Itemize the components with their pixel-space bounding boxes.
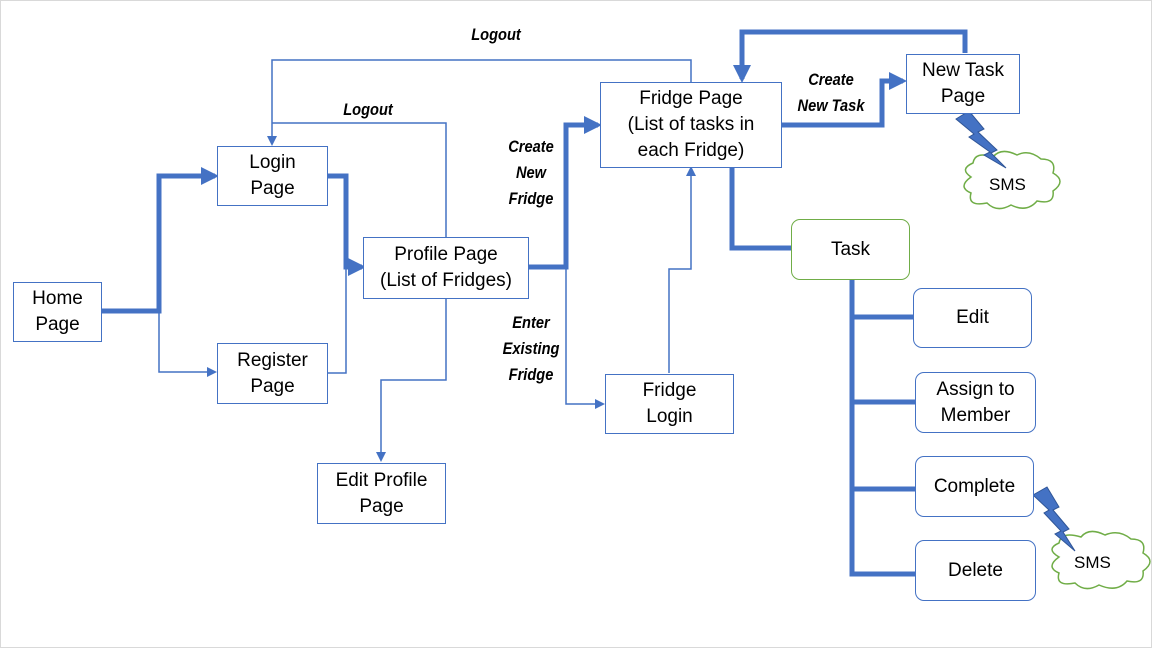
node-text: Login: [646, 406, 693, 427]
edge-task-trunk: [849, 279, 915, 577]
node-text: Member: [940, 404, 1011, 426]
edge-label-logout-top: Logout: [449, 22, 544, 48]
label-text: New Task: [797, 96, 865, 115]
profile-page-node: Profile Page (List of Fridges): [363, 237, 529, 299]
node-text: Complete: [933, 475, 1016, 497]
node-text: New Task: [921, 60, 1004, 81]
node-text: Fridge Page: [639, 88, 743, 109]
lightning-bolt-icon: [1032, 486, 1076, 552]
edge-login-profile: [328, 173, 366, 276]
edge-profile-editprofile: [376, 299, 447, 462]
edge-label-create-new-fridge: Create New Fridge: [495, 134, 567, 212]
edge-register-profile: [328, 267, 347, 374]
node-text: (List of Fridges): [380, 270, 512, 291]
node-text: Page: [940, 86, 986, 107]
node-text: Edit Profile: [335, 469, 428, 491]
fridge-page-node: Fridge Page (List of tasks in each Fridg…: [600, 82, 782, 168]
node-text: Delete: [948, 559, 1003, 581]
task-node: Task: [791, 219, 910, 280]
edge-profile-fridge: [529, 116, 602, 270]
node-text: each Fridge): [637, 140, 745, 161]
edge-fridgelogin-fridge: [668, 166, 696, 373]
node-text: Task: [830, 238, 871, 260]
node-text: Home: [32, 288, 83, 309]
label-text: New: [515, 163, 547, 182]
node-text: Profile Page: [394, 244, 498, 265]
label-text: Fridge: [508, 365, 554, 384]
node-text: Page: [250, 178, 295, 199]
edge-label-create-new-task: Create New Task: [790, 67, 873, 119]
node-text: (List of tasks in: [627, 114, 755, 135]
new-task-page-node: New Task Page: [906, 54, 1020, 114]
edge-logout-profile-login: [272, 122, 447, 237]
node-text: Login: [249, 152, 296, 173]
lightning-bolt-icon: [955, 110, 1007, 169]
assign-member-node: Assign to Member: [915, 372, 1036, 433]
register-page-node: Register Page: [217, 343, 328, 404]
home-page-node: Home Page: [13, 282, 102, 342]
sms-label: SMS: [1074, 553, 1111, 572]
edge-label-logout-mid: Logout: [321, 97, 416, 123]
edge-home-register: [158, 311, 217, 377]
node-text: Edit: [956, 307, 989, 328]
label-text: Create: [508, 137, 554, 156]
fridge-login-node: Fridge Login: [605, 374, 734, 434]
cloud-icon: [1051, 530, 1151, 590]
node-text: Fridge: [642, 380, 697, 401]
label-text: Logout: [471, 25, 521, 44]
label-text: Existing: [502, 339, 560, 358]
edge-fridge-task: [729, 168, 791, 251]
node-text: Page: [250, 375, 295, 397]
edit-task-node: Edit: [913, 288, 1032, 348]
label-text: Create: [808, 70, 854, 89]
label-text: Enter: [512, 313, 550, 332]
edge-fridge-newtask: [782, 72, 907, 128]
label-text: Fridge: [508, 189, 554, 208]
login-page-node: Login Page: [217, 146, 328, 206]
node-text: Page: [359, 495, 404, 517]
sms-label: SMS: [989, 175, 1026, 194]
delete-task-node: Delete: [915, 540, 1036, 601]
label-text: Logout: [343, 100, 393, 119]
node-text: Register: [237, 349, 308, 371]
edge-label-enter-existing-fridge: Enter Existing Fridge: [493, 310, 569, 388]
edge-home-login: [102, 167, 219, 314]
edge-logout-fridge-login: [267, 59, 692, 146]
node-text: Assign to: [936, 378, 1015, 400]
edge-profile-fridgelogin: [565, 267, 605, 409]
node-text: Page: [35, 314, 80, 335]
complete-task-node: Complete: [915, 456, 1034, 517]
edit-profile-page-node: Edit Profile Page: [317, 463, 446, 524]
edge-newtask-fridge: [733, 29, 968, 83]
